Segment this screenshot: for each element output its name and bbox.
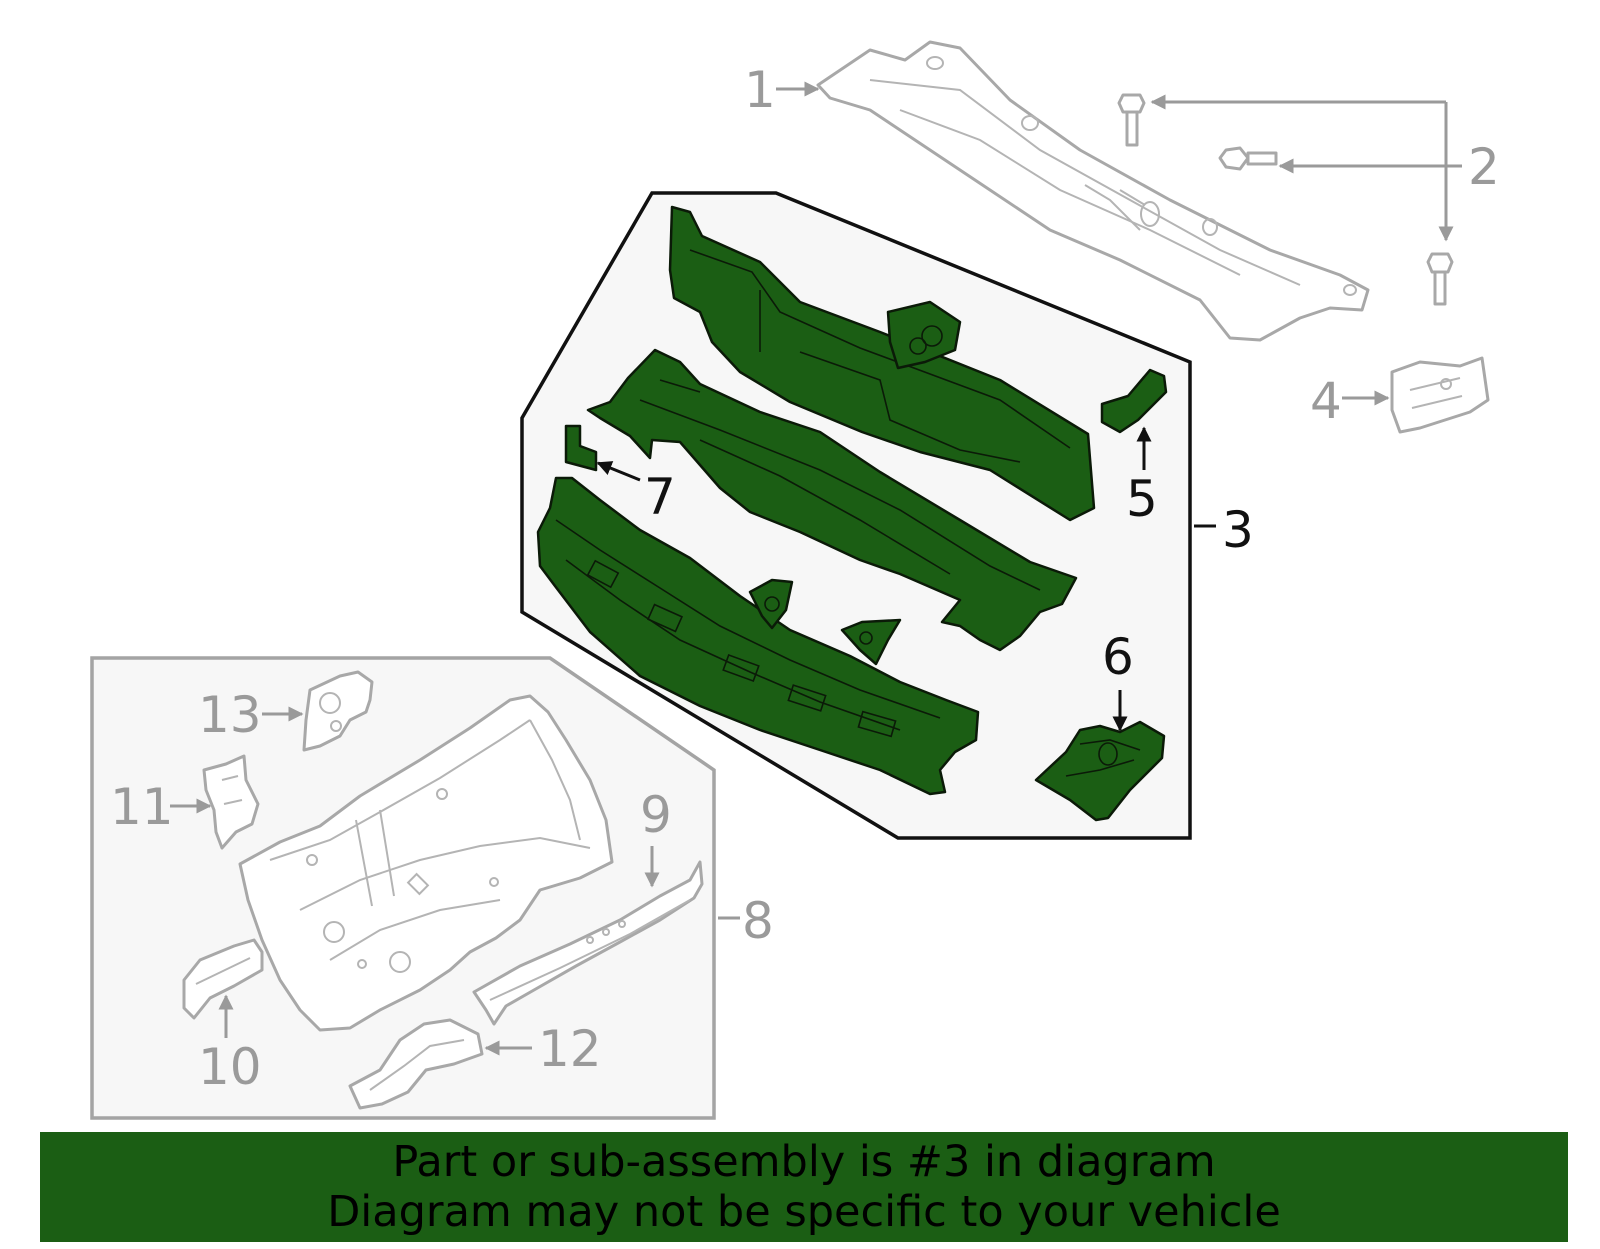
callout-6: 6 bbox=[1102, 628, 1134, 686]
part-13-bracket bbox=[302, 670, 374, 752]
callout-12: 12 bbox=[538, 1020, 602, 1078]
cowl-upper-panel bbox=[668, 205, 1096, 522]
banner-line-1: Part or sub-assembly is #3 in diagram bbox=[392, 1137, 1216, 1187]
part-1-cowl-top bbox=[816, 40, 1370, 342]
callout-7: 7 bbox=[644, 468, 676, 526]
callout-10: 10 bbox=[198, 1038, 262, 1096]
part-5-bracket bbox=[1100, 368, 1168, 434]
callout-11: 11 bbox=[110, 778, 174, 836]
cowl-lower-panel bbox=[536, 476, 980, 796]
info-banner: Part or sub-assembly is #3 in diagram Di… bbox=[40, 1132, 1568, 1242]
callout-2: 2 bbox=[1468, 138, 1500, 196]
callout-8: 8 bbox=[742, 892, 774, 950]
callout-9: 9 bbox=[640, 786, 672, 844]
dash-panel bbox=[238, 694, 614, 1032]
assembly-3-parts bbox=[536, 205, 1168, 822]
cowl-middle-panel bbox=[586, 348, 1078, 652]
callout-3: 3 bbox=[1222, 501, 1254, 559]
callout-4: 4 bbox=[1310, 372, 1342, 430]
leader-lines bbox=[170, 81, 1462, 1056]
callout-1: 1 bbox=[744, 61, 776, 119]
banner-line-2: Diagram may not be specific to your vehi… bbox=[327, 1187, 1281, 1237]
callout-5: 5 bbox=[1126, 470, 1158, 528]
assembly-8-parts bbox=[182, 670, 704, 1110]
part-4-bracket bbox=[1390, 356, 1490, 434]
cowl-bracket-a bbox=[886, 300, 962, 370]
callout-13: 13 bbox=[198, 686, 262, 744]
callout-numbers: 1 2 3 4 5 6 7 8 9 10 11 12 13 bbox=[110, 61, 1500, 1096]
cowl-bracket-b bbox=[748, 578, 794, 630]
part-7-piece bbox=[564, 424, 598, 472]
part-2-bolts bbox=[1117, 93, 1454, 306]
part-10-bracket bbox=[182, 938, 264, 1020]
